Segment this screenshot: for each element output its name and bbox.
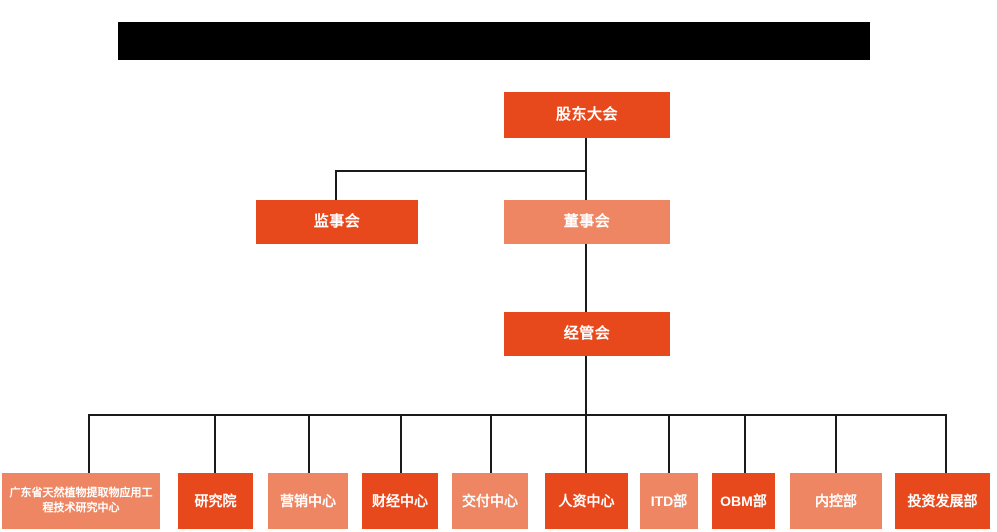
- node-internal-control-dept[interactable]: 内控部: [790, 473, 882, 529]
- connector-to-directors: [585, 170, 587, 202]
- connector-to-supervisors: [335, 170, 337, 202]
- connector-management-down: [585, 356, 587, 416]
- node-hr-center[interactable]: 人资中心: [545, 473, 628, 529]
- connector-shareholders-down: [585, 138, 587, 172]
- node-marketing-center[interactable]: 营销中心: [268, 473, 348, 529]
- connector-drop-investment-dev-dept: [945, 414, 947, 474]
- connector-drop-marketing-center: [308, 414, 310, 474]
- node-board-of-directors[interactable]: 董事会: [504, 200, 670, 244]
- node-delivery-center[interactable]: 交付中心: [452, 473, 528, 529]
- node-board-of-supervisors[interactable]: 监事会: [256, 200, 418, 244]
- connector-drop-hr-center: [585, 414, 587, 474]
- connector-drop-internal-control-dept: [835, 414, 837, 474]
- node-shareholders-meeting[interactable]: 股东大会: [504, 92, 670, 138]
- connector-directors-to-management: [585, 244, 587, 314]
- redacted-title-bar: [118, 22, 870, 60]
- node-investment-development-dept[interactable]: 投资发展部: [895, 473, 990, 529]
- node-obm-dept[interactable]: OBM部: [712, 473, 775, 529]
- connector-leaf-bus: [88, 414, 946, 416]
- connector-drop-obm-dept: [744, 414, 746, 474]
- connector-drop-research-institute: [214, 414, 216, 474]
- connector-drop-delivery-center: [490, 414, 492, 474]
- connector-drop-research-center: [88, 414, 90, 474]
- connector-drop-itd-dept: [668, 414, 670, 474]
- node-research-institute[interactable]: 研究院: [178, 473, 253, 529]
- connector-level2-bus: [335, 170, 587, 172]
- node-finance-center[interactable]: 财经中心: [362, 473, 438, 529]
- node-research-center[interactable]: 广东省天然植物提取物应用工程技术研究中心: [2, 473, 160, 529]
- node-itd-dept[interactable]: ITD部: [640, 473, 698, 529]
- node-management-committee[interactable]: 经管会: [504, 312, 670, 356]
- connector-drop-finance-center: [400, 414, 402, 474]
